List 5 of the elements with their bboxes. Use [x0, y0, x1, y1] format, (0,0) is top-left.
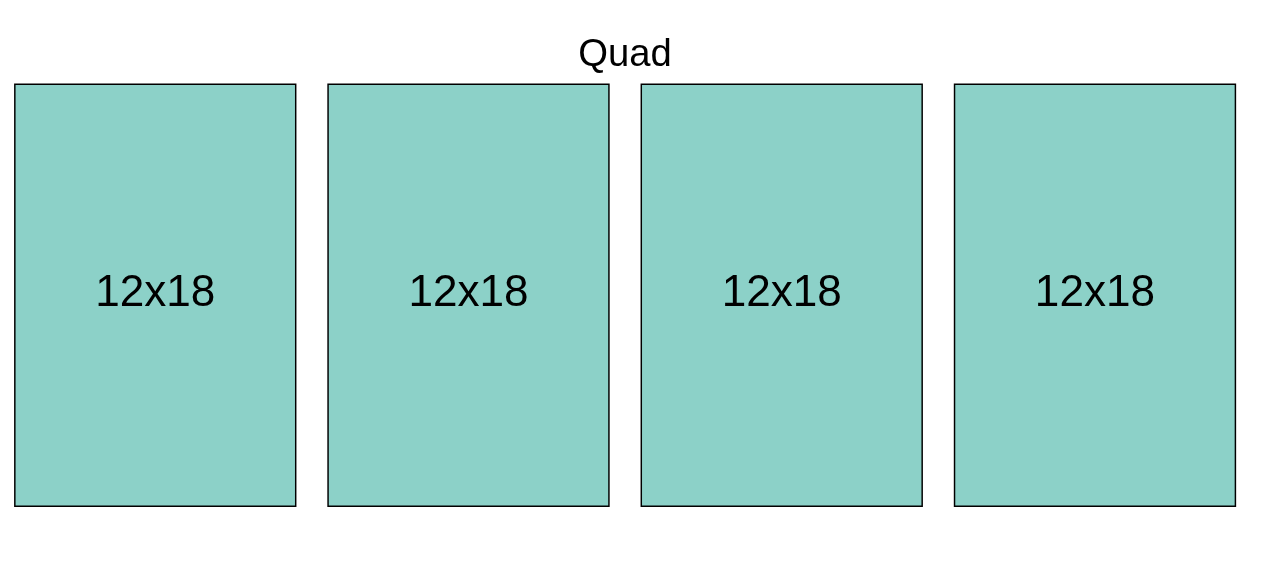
diagram-title: Quad	[578, 31, 672, 75]
node-box: 12x18	[640, 83, 923, 508]
node-box: 12x18	[14, 83, 297, 508]
node-box: 12x18	[953, 83, 1237, 508]
node-box: 12x18	[327, 83, 610, 508]
